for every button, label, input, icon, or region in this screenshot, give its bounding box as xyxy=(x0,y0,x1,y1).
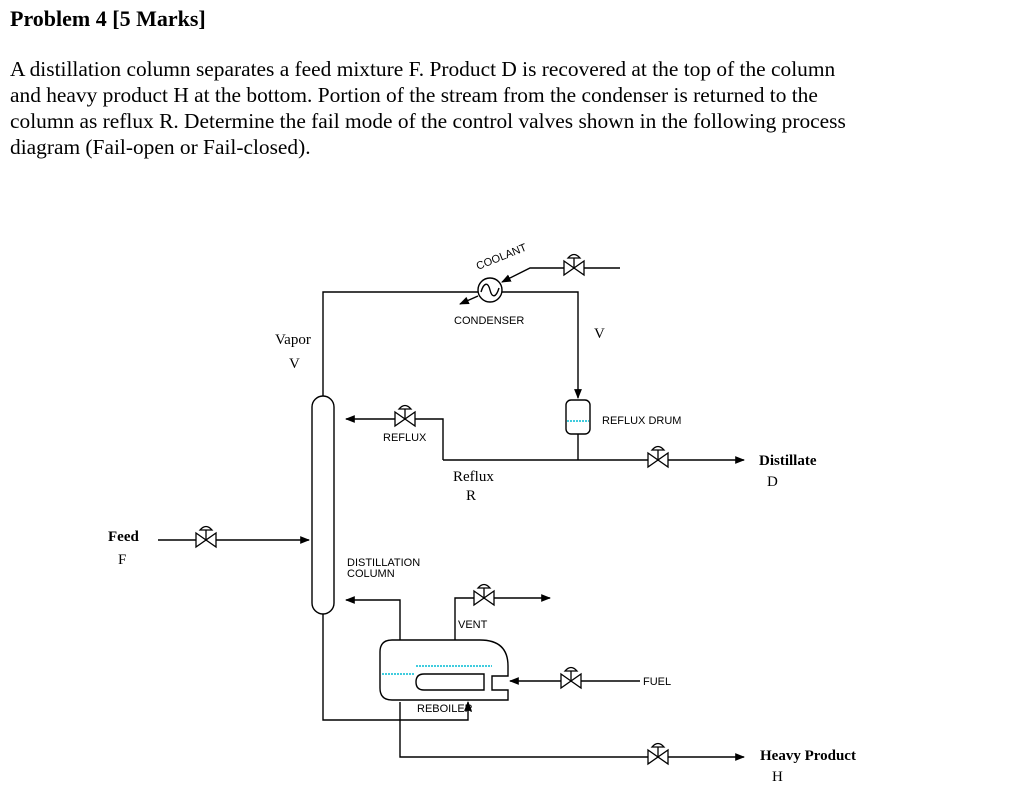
statement-line: A distillation column separates a feed m… xyxy=(10,57,836,81)
problem-statement: A distillation column separates a feed m… xyxy=(10,56,1010,160)
heavy-product-line xyxy=(399,702,745,761)
reflux-drum xyxy=(565,399,591,435)
vapor-line xyxy=(322,291,582,399)
vent-label: VENT xyxy=(458,619,488,631)
distillate-label: Distillate xyxy=(759,453,817,469)
distillate-valve[interactable] xyxy=(647,445,669,469)
column-label-line2: COLUMN xyxy=(347,568,395,580)
reflux-valve-label: REFLUX xyxy=(383,432,427,444)
reboiler-label: REBOILER xyxy=(417,703,473,715)
reboiler xyxy=(379,639,509,701)
reflux-symbol: R xyxy=(466,488,476,504)
coolant-valve[interactable] xyxy=(563,253,585,277)
distillation-column xyxy=(311,395,335,615)
statement-line: diagram (Fail-open or Fail-closed). xyxy=(10,135,311,159)
heavy-product-label: Heavy Product xyxy=(760,748,856,764)
reboiler-tube xyxy=(415,673,485,691)
statement-line: column as reflux R. Determine the fail m… xyxy=(10,109,846,133)
coolant-out-line xyxy=(459,295,479,305)
vapor-label: Vapor xyxy=(275,332,311,348)
vent-line xyxy=(454,594,551,640)
fuel-label: FUEL xyxy=(643,676,671,688)
feed-label: Feed xyxy=(108,529,139,545)
heavy-product-valve[interactable] xyxy=(647,742,669,766)
distillate-symbol: D xyxy=(767,474,778,490)
problem-title: Problem 4 [5 Marks] xyxy=(10,6,206,31)
column-bottoms-line xyxy=(322,602,472,721)
vent-valve[interactable] xyxy=(473,583,495,607)
condenser-coil xyxy=(480,283,500,297)
coolant-line xyxy=(501,267,620,283)
condenser-label: CONDENSER xyxy=(454,315,524,327)
v-line-label: V xyxy=(594,326,605,342)
vapor-symbol: V xyxy=(289,356,300,372)
fuel-valve[interactable] xyxy=(560,666,582,690)
reboiler-return-line xyxy=(345,596,401,640)
feed-symbol: F xyxy=(118,552,126,568)
reflux-label: Reflux xyxy=(453,469,494,485)
reflux-line xyxy=(345,415,444,460)
statement-line: and heavy product H at the bottom. Porti… xyxy=(10,83,818,107)
reflux-valve[interactable] xyxy=(394,404,416,428)
coolant-label: COOLANT xyxy=(475,242,529,273)
reflux-drum-label: REFLUX DRUM xyxy=(602,415,681,427)
heavy-symbol: H xyxy=(772,769,783,785)
feed-valve[interactable] xyxy=(195,525,217,549)
column-label-line1: DISTILLATION xyxy=(347,557,420,569)
